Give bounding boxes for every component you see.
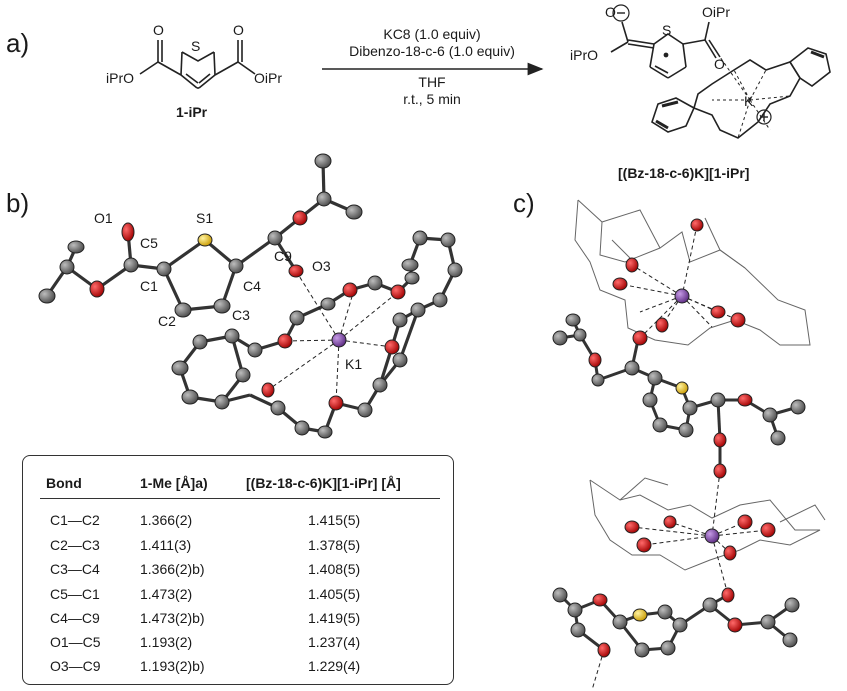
label-C9: C9 [274,248,292,264]
label-C4: C4 [243,278,261,294]
table-row-k: 1.415(5) [308,512,361,528]
reagent-atom-s: S [191,38,201,54]
ortep-b-atoms [38,153,463,439]
table-row-k: 1.405(5) [308,586,361,602]
product-k-contacts [712,56,791,139]
reagent-label: 1-iPr [176,104,208,120]
table-row-me: 1.366(2)b) [140,561,205,577]
label-O3: O3 [312,258,331,274]
reagent-substituent-left: iPrO [106,70,134,86]
minus-charge-circle [612,4,630,22]
table-row-bond: C3—C4 [50,561,100,577]
condition-1: KC8 (1.0 equiv) [383,26,481,42]
reagent-structure [139,40,256,89]
packing-c-wireframe [574,199,826,571]
product-label: [(Bz-18-c-6)K][1-iPr] [618,165,750,181]
table-row-k: 1.237(4) [308,634,361,650]
table-header-bond: Bond [46,475,82,491]
product-atom-k: K [744,93,754,109]
table-row-me: 1.473(2)b) [140,610,205,626]
bond-length-table [22,455,454,685]
condition-2: Dibenzo-18-c-6 (1.0 equiv) [349,43,515,59]
label-C5: C5 [140,235,158,251]
product-atom-o-carbonyl: O [714,56,725,72]
table-row-bond: C5—C1 [50,586,100,602]
table-row-bond: C4—C9 [50,610,100,626]
label-C3: C3 [232,307,250,323]
table-row-bond: C1—C2 [50,512,100,528]
table-row-me: 1.411(3) [140,537,192,553]
plus-charge-circle [756,109,772,125]
table-header-rule [40,498,440,499]
radical-dot [663,52,669,58]
label-C2: C2 [158,313,176,329]
product-structure [610,21,831,139]
ortep-b-contacts [267,270,399,404]
product-substituent-right: OiPr [702,4,730,20]
reagent-atom-o-left: O [153,22,164,38]
table-row-me: 1.193(2) [140,634,193,650]
table-row-k: 1.229(4) [308,658,361,674]
table-row-k: 1.378(5) [308,537,361,553]
table-row-k: 1.419(5) [308,610,361,626]
product-atom-s: S [662,22,672,38]
table-header-complex: [(Bz-18-c-6)K][1-iPr] [Å] [246,475,401,491]
panel-label-a: a) [6,28,30,58]
table-header-1me: 1-Me [Å]a) [140,475,208,491]
table-row-me: 1.193(2)b) [140,658,205,674]
reagent-substituent-right: OiPr [254,70,282,86]
reagent-atom-o-right: O [233,22,244,38]
label-K1: K1 [345,356,363,372]
product-substituent-left: iPrO [570,47,598,63]
condition-3: THF [418,74,446,90]
label-S1: S1 [196,210,214,226]
product-atom-o-minus: O [605,4,616,20]
table-row-me: 1.366(2) [140,512,193,528]
table-row-bond: O1—C5 [50,634,101,650]
table-row-bond: C2—C3 [50,537,100,553]
packing-c-atoms [552,218,806,658]
label-C1: C1 [140,278,158,294]
table-row-me: 1.473(2) [140,586,193,602]
label-O1: O1 [94,210,113,226]
panel-label-c: c) [513,188,535,218]
panel-label-b: b) [6,188,30,218]
table-row-k: 1.408(5) [308,561,361,577]
table-row-bond: O3—C9 [50,658,101,674]
condition-4: r.t., 5 min [403,91,461,107]
